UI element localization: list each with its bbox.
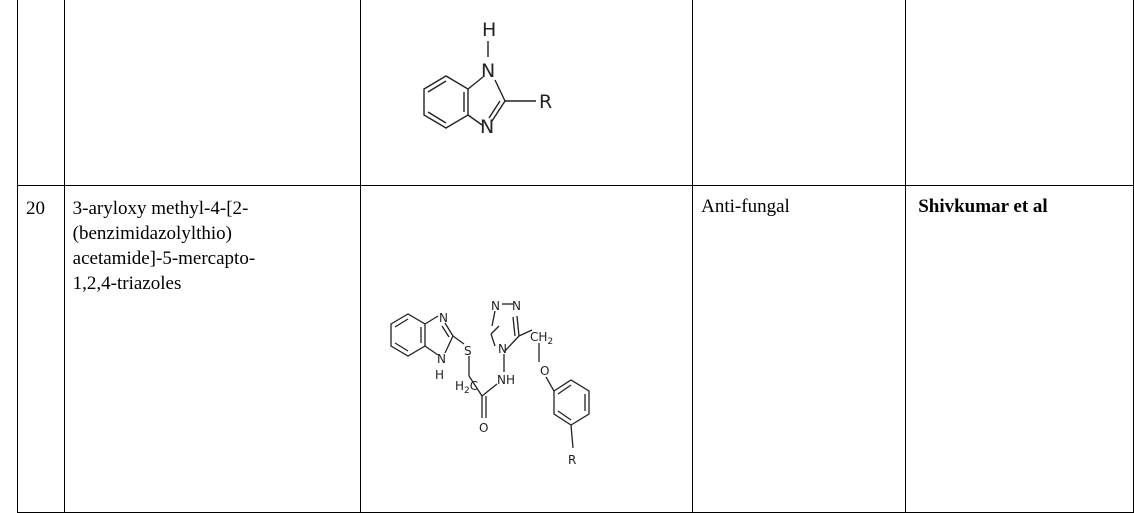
structure-atom-label: N [498, 342, 507, 356]
table-row: H N N R [17, 0, 1134, 186]
structure-atom-label: S [464, 344, 472, 358]
structure-cell: N N H S N N N CH2 O H2C NH O R [360, 185, 694, 513]
reference-cell: Shivkumar et al [905, 185, 1134, 513]
triazole-structure: N N H S N N N CH2 O H2C NH O R [390, 299, 590, 467]
reference-cell [905, 0, 1134, 186]
compound-name: 3-aryloxy methyl-4-[2- (benzimidazolylth… [72, 198, 256, 294]
benzimidazole-structure: H N N R [423, 19, 552, 138]
structure-atom-label: N [480, 116, 494, 138]
structure-atom-label: H2C [455, 379, 478, 396]
activity-cell: Anti-fungal [692, 185, 907, 513]
structure-atom-label: N [437, 352, 446, 366]
table-row: 20 3-aryloxy methyl-4-[2- (benzimidazoly… [17, 185, 1134, 513]
document-page: H N N R 20 3-aryloxy methyl-4-[2- (benzi… [17, 0, 1134, 513]
structure-atom-label: R [568, 453, 576, 467]
structure-cell: H N N R [360, 0, 694, 186]
row-number-cell: 20 [17, 185, 65, 513]
structure-atom-label: N [491, 299, 500, 313]
activity-cell [692, 0, 907, 186]
compound-name-cell: 3-aryloxy methyl-4-[2- (benzimidazolylth… [63, 185, 362, 513]
row-number-cell [17, 0, 65, 186]
compound-table: H N N R 20 3-aryloxy methyl-4-[2- (benzi… [17, 0, 1134, 513]
structure-atom-label: O [479, 421, 488, 435]
structure-atom-label: H [435, 368, 444, 382]
structure-atom-label: N [439, 311, 448, 325]
structure-atom-label: R [539, 91, 552, 113]
structure-atom-label: O [540, 364, 549, 378]
structure-atom-label: CH2 [530, 330, 553, 347]
structure-atom-label: N [481, 60, 495, 82]
structure-atom-label: H [482, 19, 496, 41]
structure-atom-label: NH [497, 373, 515, 387]
compound-name-cell [63, 0, 362, 186]
structure-atom-label: N [512, 299, 521, 313]
